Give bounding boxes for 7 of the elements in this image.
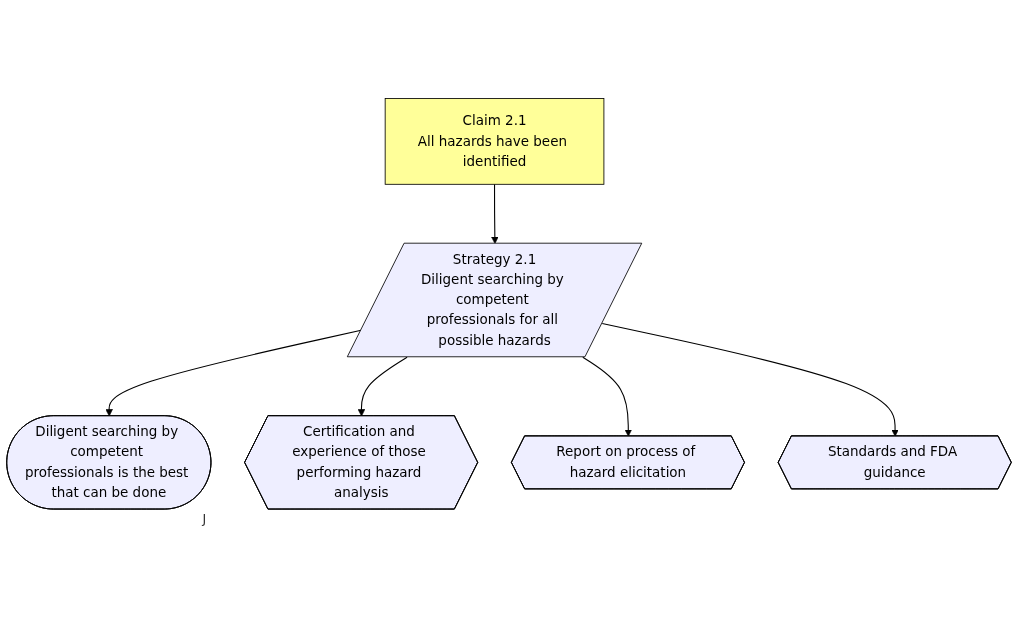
- arrow: [105, 329, 362, 417]
- arrow: [582, 356, 632, 437]
- arrow: [357, 356, 408, 417]
- arrow: [491, 183, 499, 244]
- node-marker: J: [202, 510, 207, 526]
- node-box: Claim 2.1 All hazards have been identified: [384, 98, 605, 185]
- arrow: [601, 322, 899, 437]
